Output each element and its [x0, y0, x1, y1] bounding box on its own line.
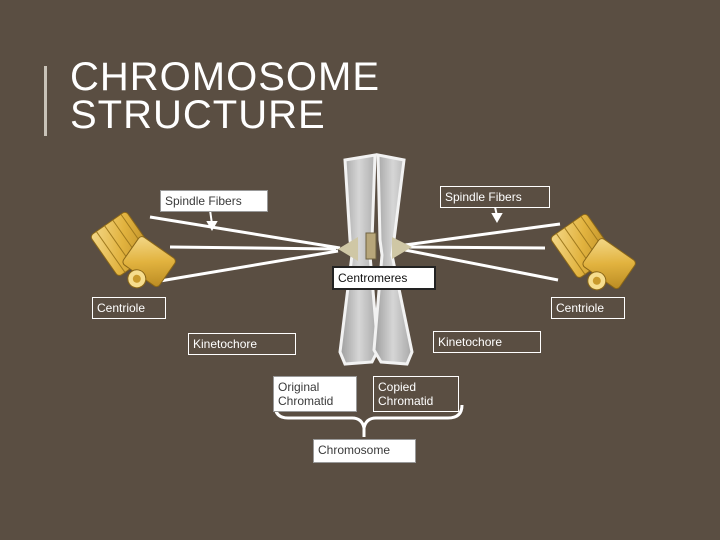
spindle-fiber-left-middle — [169, 245, 337, 251]
kinetochore-right-plate — [392, 237, 412, 259]
spindle-fibers — [149, 215, 561, 283]
kinetochore-left-plate — [338, 237, 358, 261]
copied-chromatid-line1: Copied — [378, 380, 417, 394]
original-chromatid-line1: Original — [278, 380, 320, 394]
centriole-left-icon — [90, 211, 176, 289]
original-chromatid-line2: Chromatid — [278, 394, 334, 408]
spindle-fiber-right-middle — [407, 245, 546, 250]
spindle-fiber-right-upper — [404, 222, 561, 247]
copied-chromatid-label: Copied Chromatid — [373, 376, 459, 412]
copied-chromatid-line2: Chromatid — [378, 394, 434, 408]
centriole-right-label: Centriole — [551, 297, 625, 319]
centriole-left-label: Centriole — [92, 297, 166, 319]
spindle-fiber-left-upper — [149, 215, 341, 250]
title-line-1: CHROMOSOME — [70, 55, 380, 99]
kinetochore-left-label: Kinetochore — [188, 333, 296, 355]
kinetochore-right-label: Kinetochore — [433, 331, 541, 353]
centromere — [365, 232, 377, 260]
label-pointers — [206, 206, 503, 232]
copied-chromatid — [372, 153, 414, 366]
slide-title: CHROMOSOME STRUCTURE — [70, 55, 380, 137]
chromosome — [338, 153, 414, 366]
centriole-right-icon — [550, 213, 636, 291]
spindle-fibers-right-label: Spindle Fibers — [440, 186, 550, 208]
original-chromatid-label: Original Chromatid — [273, 376, 357, 412]
spindle-fibers-left-label: Spindle Fibers — [160, 190, 268, 212]
spindle-fiber-right-lower — [404, 248, 559, 282]
title-accent-bar — [44, 66, 47, 136]
chromosome-label: Chromosome — [313, 439, 416, 463]
title-line-2: STRUCTURE — [70, 93, 326, 137]
spindle-fiber-left-lower — [159, 249, 339, 283]
centromeres-label: Centromeres — [332, 266, 436, 290]
chromosome-bracket — [273, 404, 464, 437]
